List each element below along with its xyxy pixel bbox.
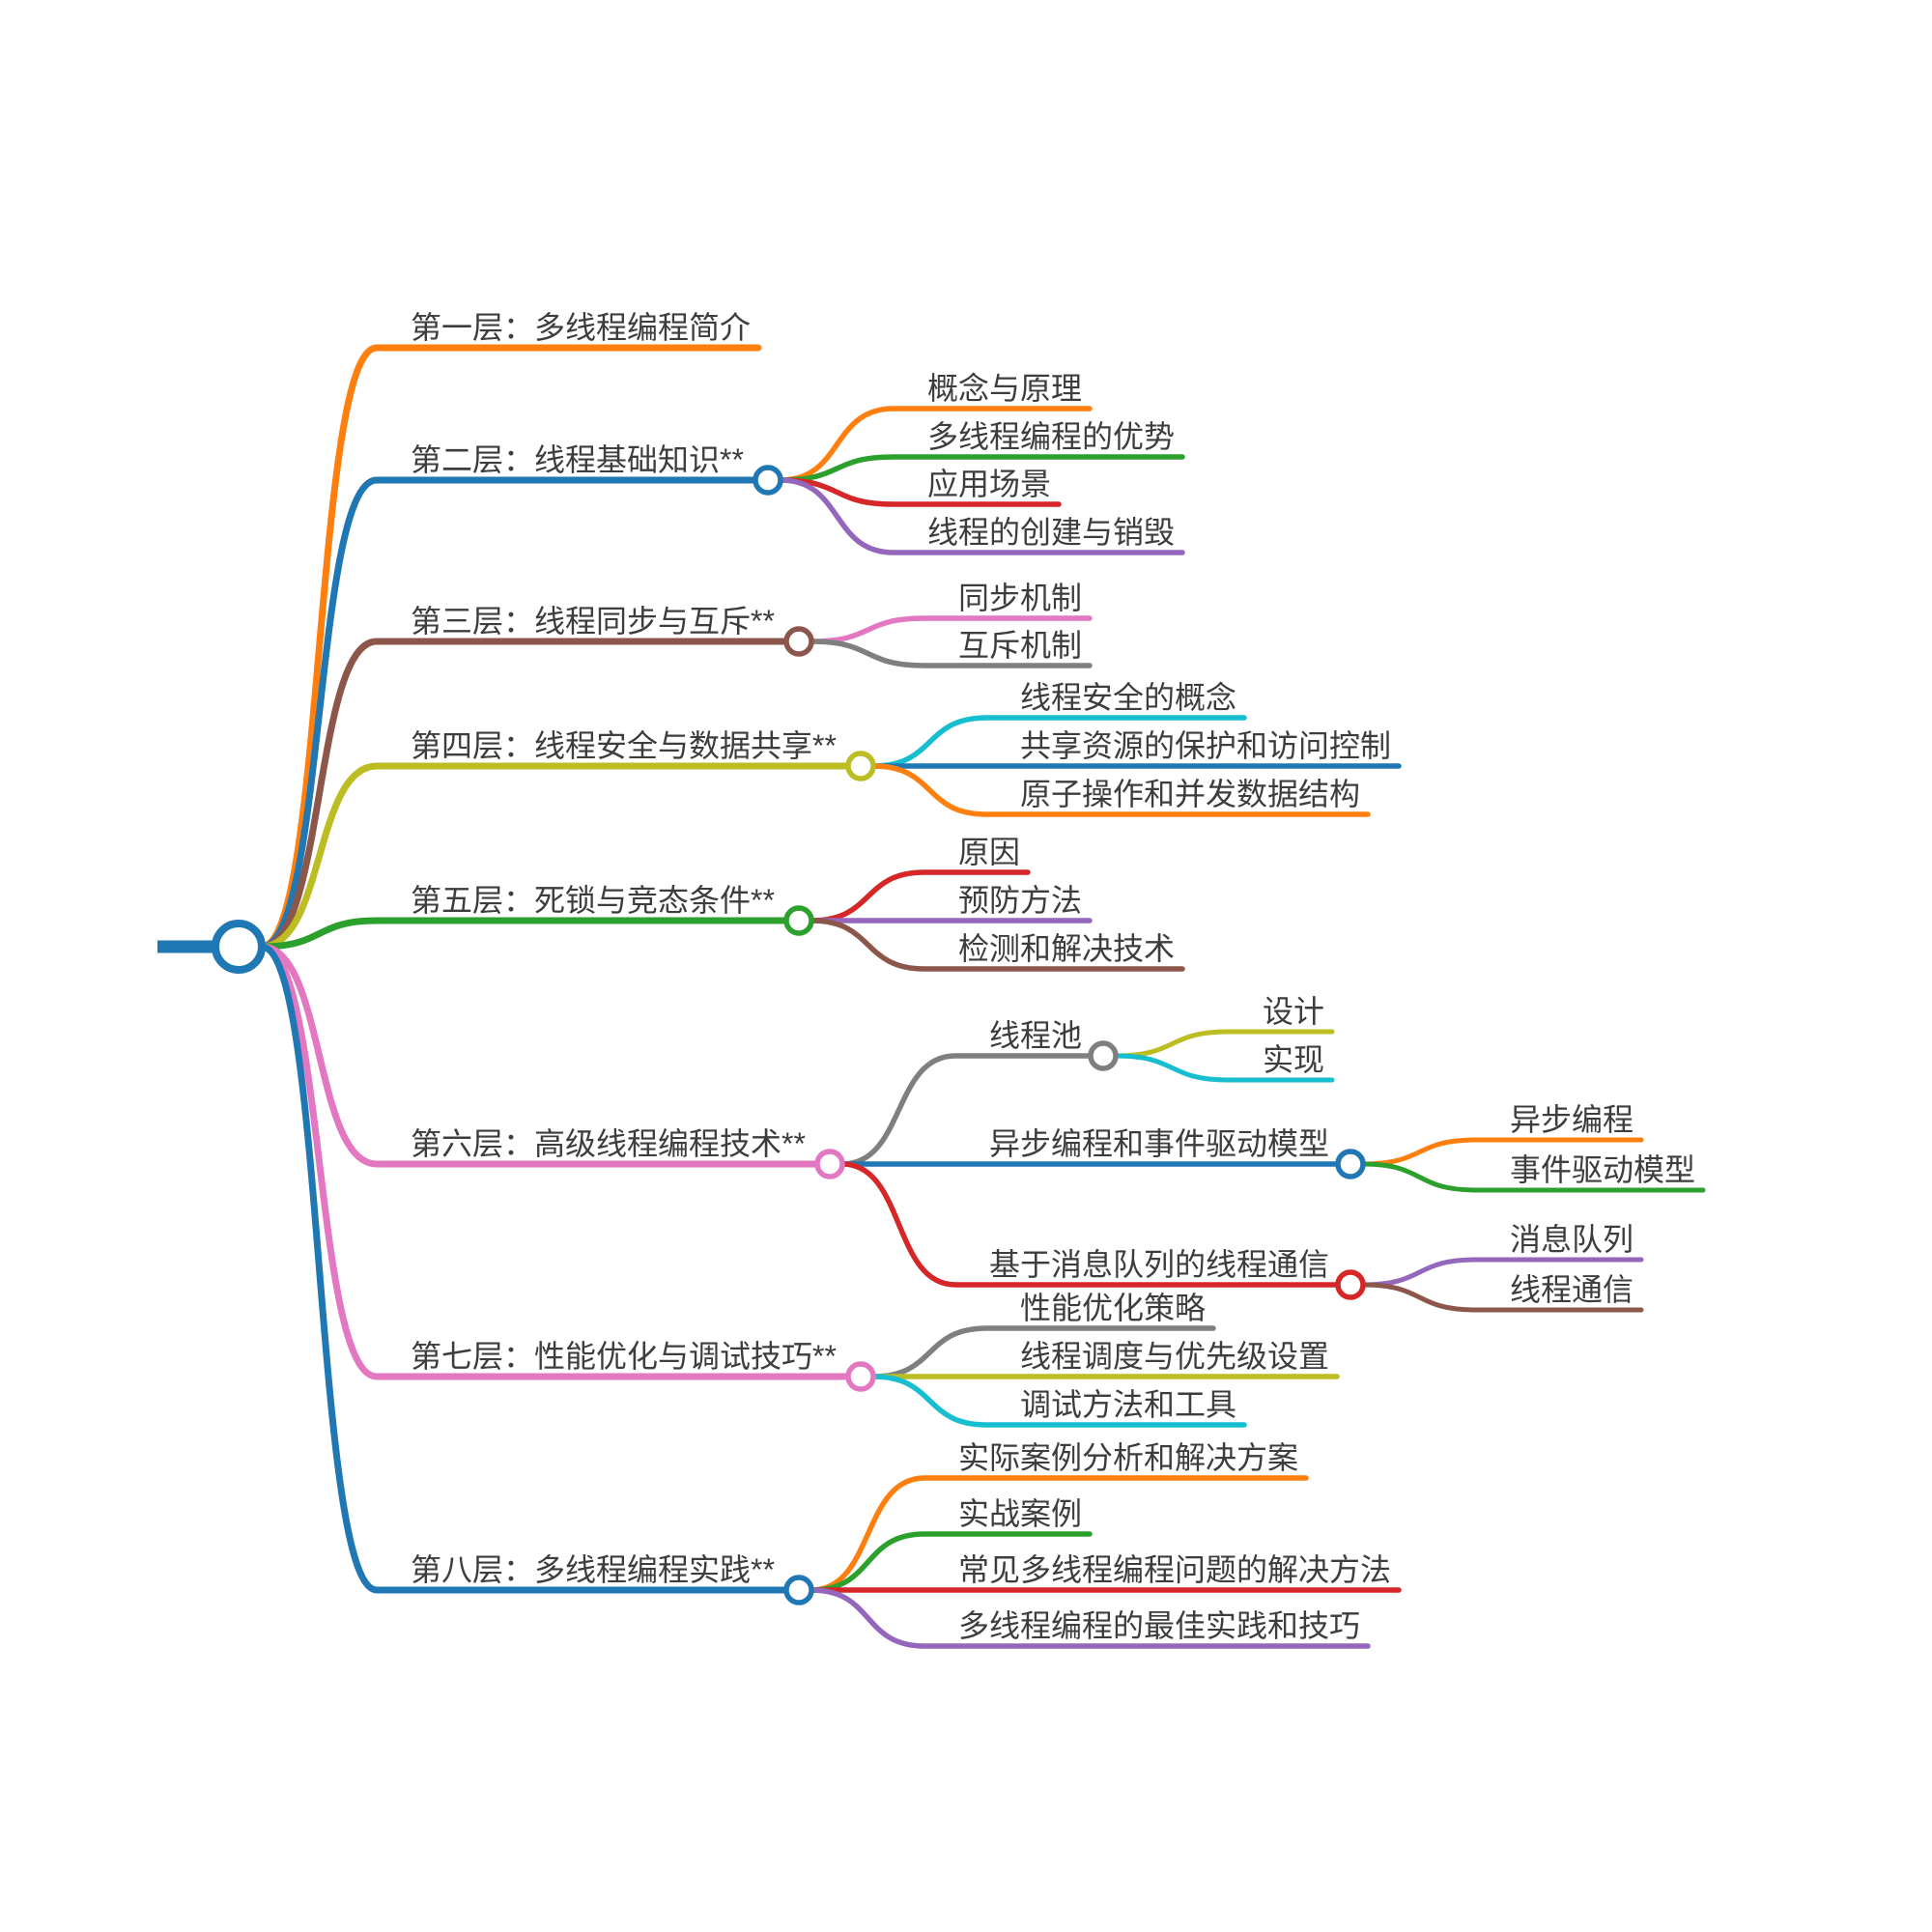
- node-label[interactable]: 共享资源的保护和访问控制: [1020, 728, 1391, 763]
- collapse-toggle-icon[interactable]: [783, 1575, 814, 1605]
- node-label[interactable]: 线程的创建与销毁: [927, 515, 1175, 550]
- collapse-toggle-icon[interactable]: [783, 905, 814, 936]
- branch-link: [778, 477, 1185, 555]
- branch-link: [809, 918, 1185, 972]
- branch-link: [258, 344, 762, 951]
- branch-link: [258, 476, 758, 951]
- node-label[interactable]: 多线程编程的最佳实践和技巧: [958, 1608, 1360, 1643]
- circles-layer: [212, 465, 1366, 1605]
- node-label[interactable]: 事件驱动模型: [1510, 1152, 1695, 1187]
- node-label[interactable]: 第三层：线程同步与互斥**: [411, 604, 775, 639]
- node-label[interactable]: 应用场景: [927, 467, 1051, 501]
- node-label[interactable]: 同步机制: [958, 581, 1082, 615]
- node-label[interactable]: 第六层：高级线程编程技术**: [411, 1126, 806, 1161]
- node-label[interactable]: 第八层：多线程编程实践**: [411, 1552, 775, 1587]
- node-label[interactable]: 检测和解决技术: [958, 931, 1175, 966]
- collapse-toggle-icon[interactable]: [845, 1361, 876, 1392]
- node-label[interactable]: 第一层：多线程编程简介: [411, 310, 751, 345]
- node-label[interactable]: 线程通信: [1510, 1272, 1634, 1307]
- node-label[interactable]: 预防方法: [958, 883, 1082, 918]
- node-label[interactable]: 第二层：线程基础知识**: [411, 442, 744, 477]
- collapse-toggle-icon[interactable]: [1335, 1149, 1366, 1179]
- branch-link: [258, 762, 851, 951]
- branch-link: [1360, 1282, 1644, 1313]
- node-label[interactable]: 实现: [1263, 1042, 1324, 1077]
- links-layer: [157, 344, 1706, 1649]
- branch-link: [809, 1475, 1309, 1593]
- node-label[interactable]: 第五层：死锁与竞态条件**: [411, 883, 775, 918]
- node-label[interactable]: 线程安全的概念: [1020, 680, 1236, 715]
- root-node[interactable]: [212, 920, 266, 974]
- node-label[interactable]: 设计: [1263, 994, 1324, 1029]
- node-label[interactable]: 原子操作和并发数据结构: [1020, 777, 1360, 811]
- node-label[interactable]: 消息队列: [1510, 1222, 1634, 1257]
- node-label[interactable]: 互斥机制: [958, 628, 1082, 663]
- branch-link: [1113, 1053, 1335, 1083]
- branch-link: [809, 1531, 1093, 1593]
- branch-link: [839, 1053, 1093, 1167]
- node-label[interactable]: 调试方法和工具: [1020, 1387, 1236, 1422]
- node-label[interactable]: 异步编程和事件驱动模型: [989, 1126, 1329, 1161]
- node-label[interactable]: 概念与原理: [927, 371, 1082, 406]
- node-label[interactable]: 实际案例分析和解决方案: [958, 1440, 1298, 1475]
- branch-link: [870, 1374, 1247, 1428]
- node-label[interactable]: 线程调度与优先级设置: [1020, 1339, 1329, 1374]
- collapse-toggle-icon[interactable]: [845, 751, 876, 781]
- node-label[interactable]: 实战案例: [958, 1496, 1082, 1531]
- collapse-toggle-icon[interactable]: [1335, 1269, 1366, 1300]
- branch-link: [258, 943, 789, 1594]
- node-label[interactable]: 第四层：线程安全与数据共享**: [411, 728, 837, 763]
- node-label[interactable]: 性能优化策略: [1020, 1291, 1206, 1325]
- branch-link: [809, 639, 1093, 668]
- branch-link: [258, 943, 820, 1168]
- node-label[interactable]: 基于消息队列的线程通信: [989, 1247, 1329, 1282]
- branch-link: [839, 1161, 1340, 1288]
- branch-link: [258, 943, 851, 1380]
- node-label[interactable]: 异步编程: [1510, 1102, 1634, 1137]
- node-label[interactable]: 线程池: [989, 1018, 1082, 1053]
- branch-link: [870, 763, 1371, 817]
- collapse-toggle-icon[interactable]: [1088, 1040, 1119, 1071]
- node-label[interactable]: 多线程编程的优势: [927, 419, 1175, 454]
- node-label[interactable]: 第七层：性能优化与调试技巧**: [411, 1339, 837, 1374]
- node-label[interactable]: 原因: [958, 835, 1020, 869]
- collapse-toggle-icon[interactable]: [753, 465, 783, 496]
- branch-link: [1360, 1161, 1706, 1193]
- branch-link: [258, 638, 789, 951]
- collapse-toggle-icon[interactable]: [814, 1149, 845, 1179]
- branch-link: [809, 1587, 1371, 1649]
- collapse-toggle-icon[interactable]: [783, 626, 814, 657]
- branch-link: [258, 917, 789, 951]
- node-label[interactable]: 常见多线程编程问题的解决方法: [958, 1552, 1391, 1587]
